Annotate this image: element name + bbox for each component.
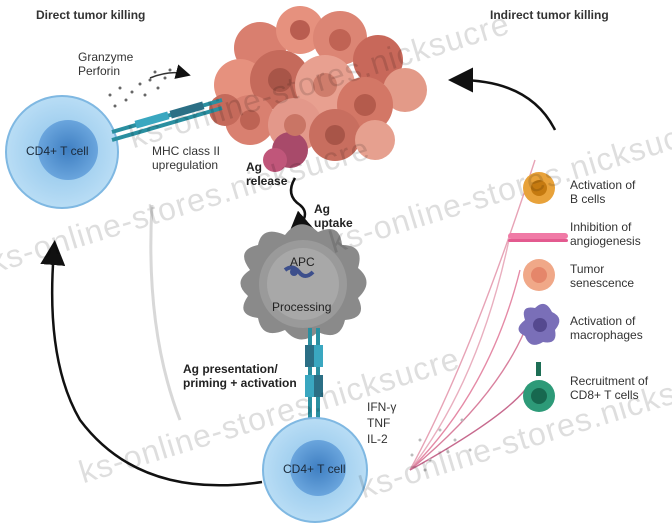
ag-release-arrow [287,177,315,237]
granzyme-label: Granzyme [78,50,134,64]
legend-cd8-line1: Recruitment of [570,374,649,388]
mhc-tcr-complex-bottom [305,328,323,430]
granzyme-arrow [149,64,191,79]
mhc-tcr-complex-top [111,98,223,142]
ag-presentation-label-2: priming + activation [183,376,297,390]
tnf-label: TNF [367,416,391,430]
legend-b-cells-line2: B cells [570,192,606,206]
legend-angiogenesis-line1: Inhibition of [570,220,632,234]
feedback-arrow-right [448,67,557,131]
direct-tumor-killing-header: Direct tumor killing [36,8,146,22]
ag-uptake-label-1: Ag [314,202,330,216]
processing-label: Processing [272,300,332,314]
legend-macrophages-line2: macrophages [570,328,643,342]
ag-presentation-label-1: Ag presentation/ [183,362,278,376]
cd4-t-cell-bottom-label: CD4+ T cell [283,462,346,476]
apc-label: APC [290,255,315,269]
ifn-gamma-label: IFN-γ [367,400,397,414]
mhc-class-ii-label: MHC class II [152,144,221,158]
legend-cd8-line2: CD8+ T cells [570,388,639,402]
cytokine-dots [410,418,472,472]
legend-angiogenesis-line2: angiogenesis [570,234,641,248]
gray-connector-arrow [149,204,182,421]
cd8-t-cell-icon [523,362,555,412]
legend-macrophages-line1: Activation of [570,314,636,328]
senescent-tumor-cell-icon [523,259,555,291]
apc-cell [240,224,367,340]
cd4-t-cell-bottom [262,417,368,523]
indirect-tumor-killing-header: Indirect tumor killing [490,8,609,22]
granzyme-dots [108,68,172,108]
ag-release-label-1: Ag [246,160,262,174]
cd4-t-cell-top [5,95,119,209]
feedback-arrow-left [40,240,263,487]
macrophage-icon [518,303,560,345]
ag-uptake-label-2: uptake [314,216,353,230]
upregulation-label: upregulation [152,158,219,172]
cd4-t-cell-top-label: CD4+ T cell [26,144,89,158]
cytokine-fan-lines [409,159,536,471]
tumor-mass [209,6,427,172]
legend-b-cells-line1: Activation of [570,178,636,192]
legend-senescence-line2: senescence [570,276,635,290]
ag-release-label-2: release [246,174,288,188]
il2-label: IL-2 [367,432,388,446]
legend-senescence-line1: Tumor [570,262,605,276]
b-cell-icon [523,172,555,204]
blood-vessel-icon [508,233,568,242]
perforin-label: Perforin [78,64,121,78]
